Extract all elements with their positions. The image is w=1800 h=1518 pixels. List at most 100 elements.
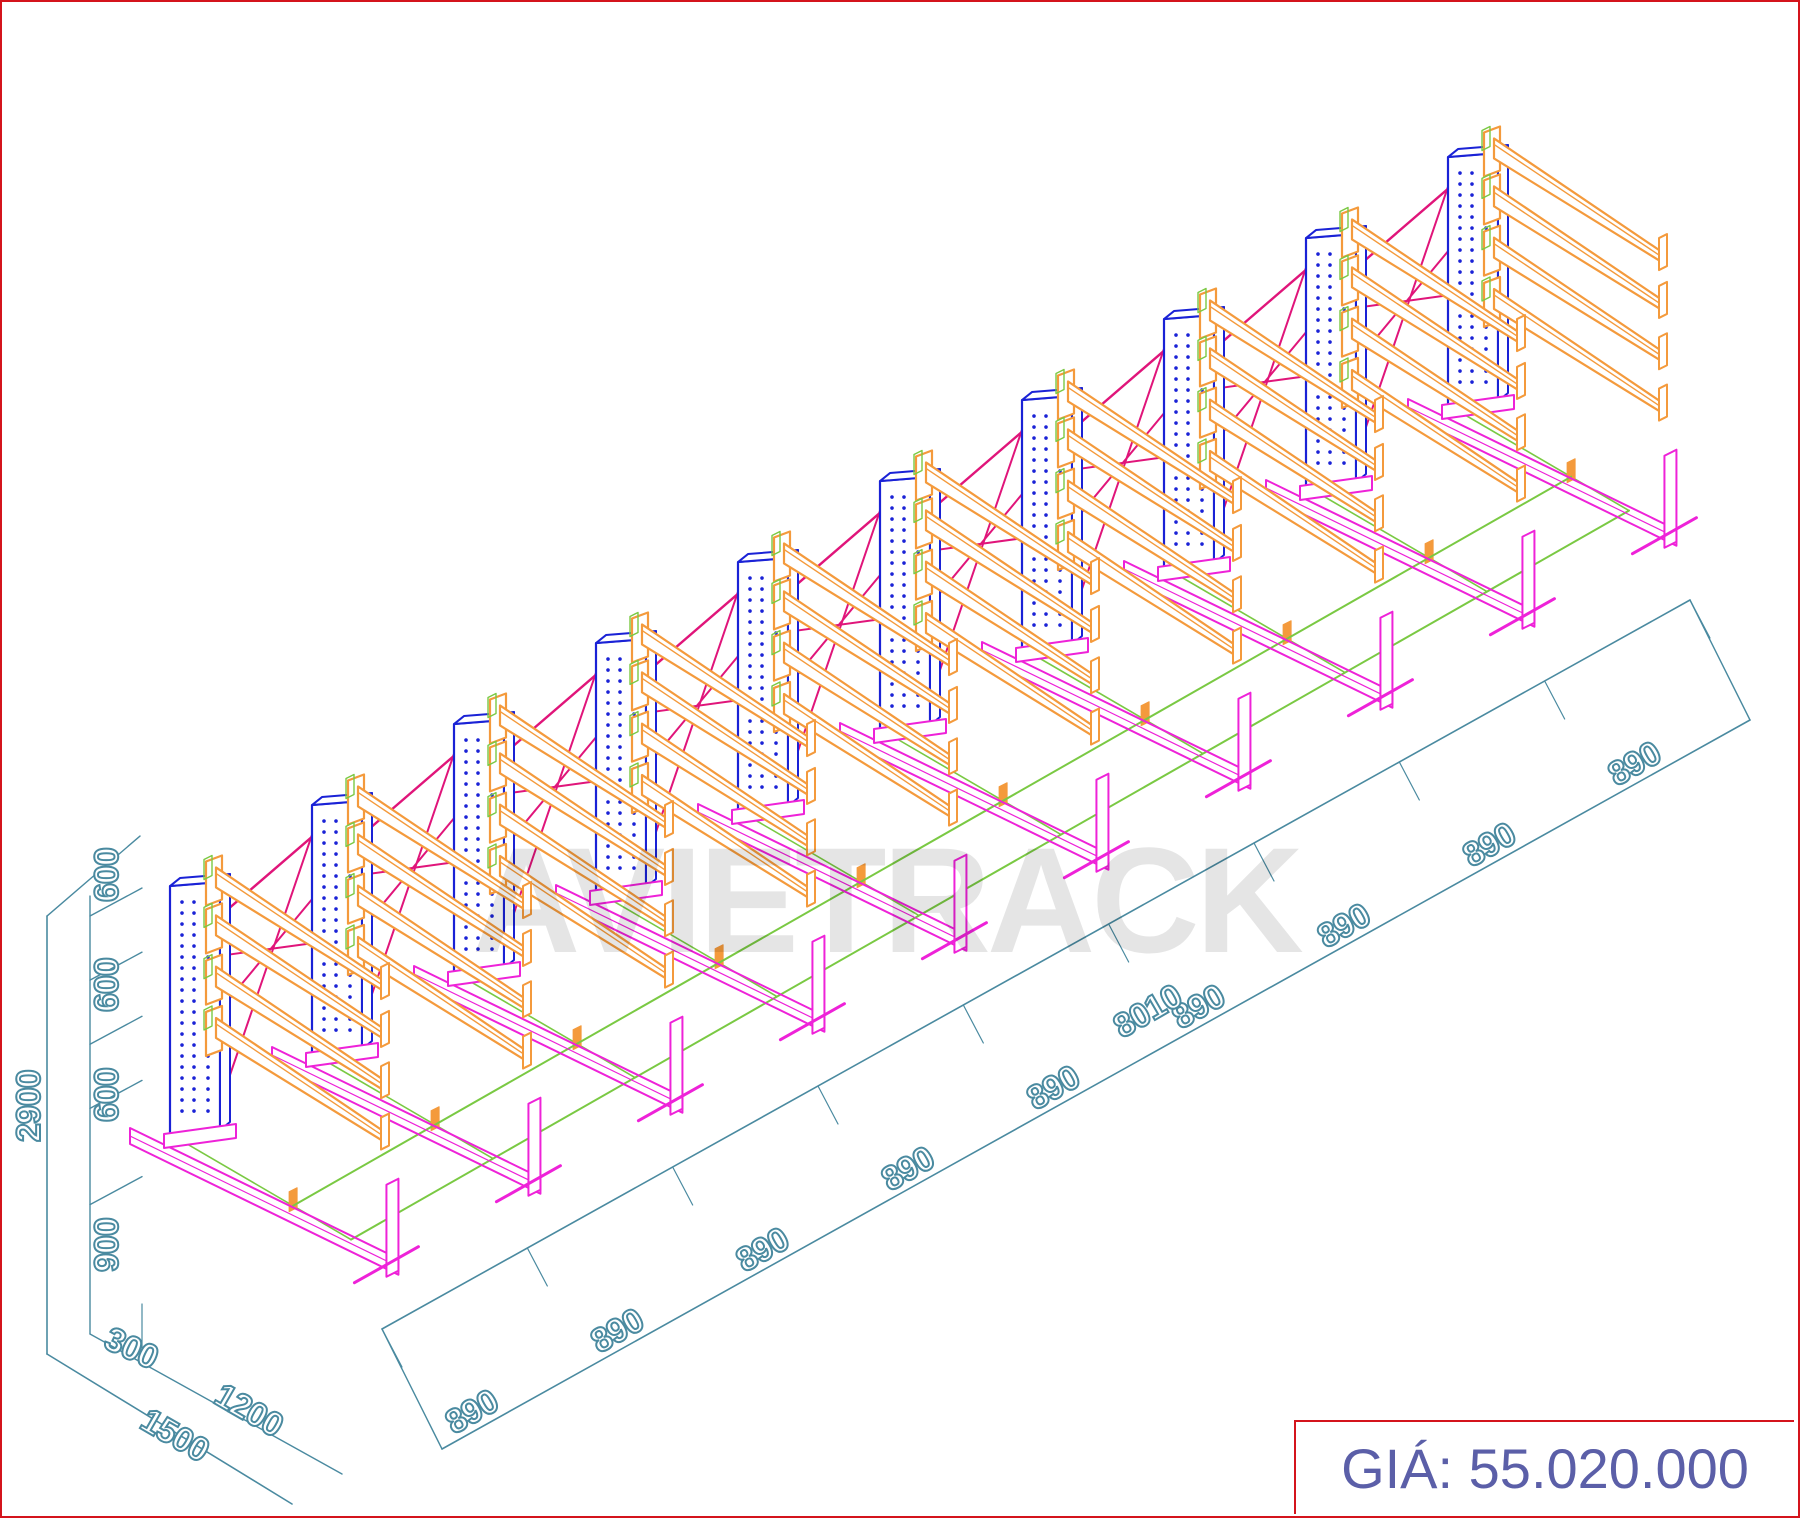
arm-clip bbox=[1339, 206, 1349, 233]
column-hole bbox=[760, 675, 764, 679]
base-post bbox=[385, 1177, 400, 1278]
arm-beam-edge bbox=[1351, 272, 1524, 389]
top-tie bbox=[928, 428, 1026, 513]
column-hole bbox=[760, 730, 764, 734]
column-hole bbox=[774, 752, 778, 756]
column-hole bbox=[464, 771, 468, 775]
column-hole bbox=[902, 495, 906, 499]
arm-beam-edge bbox=[1351, 375, 1524, 492]
column-hole bbox=[334, 874, 338, 878]
dim-bay-tick bbox=[1398, 761, 1420, 801]
arm-beam-edge bbox=[1209, 353, 1382, 470]
column-hole bbox=[464, 936, 468, 940]
arm-stopper bbox=[664, 899, 674, 938]
column-hole bbox=[618, 745, 622, 749]
dim-bay-tick bbox=[817, 1085, 839, 1125]
column-hole bbox=[890, 594, 894, 598]
column-hole bbox=[760, 664, 764, 668]
column-hole bbox=[464, 815, 468, 819]
arm-stopper bbox=[1658, 280, 1668, 319]
column-hole bbox=[748, 587, 752, 591]
arm-stopper bbox=[1232, 626, 1242, 665]
column-hole bbox=[1044, 414, 1048, 418]
top-tie bbox=[1212, 266, 1310, 351]
dim-level-label: 600 bbox=[88, 1068, 126, 1122]
arm-clip bbox=[345, 872, 355, 899]
arm-clip bbox=[1339, 305, 1349, 332]
arm-clip bbox=[203, 902, 213, 929]
column-hole bbox=[322, 1006, 326, 1010]
column-hole bbox=[1328, 252, 1332, 256]
column-hole bbox=[1316, 406, 1320, 410]
column-hole bbox=[902, 561, 906, 565]
column-hole bbox=[1458, 259, 1462, 263]
dim-level-tick bbox=[89, 1015, 143, 1046]
base-rail-inner bbox=[271, 1054, 542, 1187]
dim-total-label: 8010 bbox=[1107, 977, 1188, 1046]
column-hole bbox=[1328, 285, 1332, 289]
column-hole bbox=[1200, 498, 1204, 502]
column-hole bbox=[902, 660, 906, 664]
column-hole bbox=[618, 822, 622, 826]
column-hole bbox=[476, 848, 480, 852]
arm-stopper bbox=[1090, 656, 1100, 695]
column-hole bbox=[618, 767, 622, 771]
dim-bay-label: 890 bbox=[875, 1139, 941, 1199]
column-hole bbox=[180, 999, 184, 1003]
column-hole bbox=[1044, 436, 1048, 440]
column-hole bbox=[1186, 333, 1190, 337]
column-hole bbox=[606, 844, 610, 848]
column-hole bbox=[606, 811, 610, 815]
column-hole bbox=[760, 576, 764, 580]
column-hole bbox=[890, 704, 894, 708]
column-hole bbox=[1174, 520, 1178, 524]
column-hole bbox=[748, 774, 752, 778]
column-hole bbox=[1316, 263, 1320, 267]
column-hole bbox=[1470, 369, 1474, 373]
column-hole bbox=[180, 955, 184, 959]
column-hole bbox=[606, 767, 610, 771]
column-hole bbox=[760, 697, 764, 701]
column-hole bbox=[1470, 281, 1474, 285]
column-hole bbox=[890, 605, 894, 609]
column-hole bbox=[192, 1054, 196, 1058]
arm-beam-edge bbox=[641, 677, 814, 794]
arm-stopper bbox=[948, 737, 958, 776]
column-hole bbox=[322, 830, 326, 834]
dim-bay-tick bbox=[1253, 842, 1275, 882]
dim-bay-label: 890 bbox=[1020, 1058, 1086, 1118]
arm-stopper bbox=[1090, 557, 1100, 596]
column-hole bbox=[476, 837, 480, 841]
dim-depth-inner bbox=[89, 1333, 343, 1475]
column-hole bbox=[180, 933, 184, 937]
column-hole bbox=[1186, 388, 1190, 392]
arm-clip bbox=[1055, 519, 1065, 545]
column-hole bbox=[1032, 557, 1036, 561]
column-hole bbox=[1316, 318, 1320, 322]
dim-bay-label: 890 bbox=[1456, 815, 1522, 875]
column-hole bbox=[322, 863, 326, 867]
column-hole bbox=[1458, 281, 1462, 285]
column-hole bbox=[1470, 270, 1474, 274]
column-hole bbox=[1470, 204, 1474, 208]
column-hole bbox=[334, 819, 338, 823]
column-hole bbox=[180, 1087, 184, 1091]
column-hole bbox=[476, 771, 480, 775]
column-hole bbox=[464, 782, 468, 786]
column-hole bbox=[760, 620, 764, 624]
arm-clip bbox=[487, 692, 497, 719]
column-hole bbox=[618, 866, 622, 870]
column-hole bbox=[1186, 421, 1190, 425]
column-hole bbox=[1458, 270, 1462, 274]
column-hole bbox=[476, 760, 480, 764]
column-hole bbox=[606, 734, 610, 738]
column-hole bbox=[1186, 432, 1190, 436]
column-hole bbox=[1328, 274, 1332, 278]
arm-beam-edge bbox=[1209, 456, 1382, 573]
column-hole bbox=[180, 1043, 184, 1047]
arm-stopper bbox=[806, 719, 816, 758]
column-hole bbox=[180, 1021, 184, 1025]
arm-clip bbox=[203, 854, 213, 881]
column-hole bbox=[748, 609, 752, 613]
arm-beam-edge bbox=[357, 942, 530, 1059]
